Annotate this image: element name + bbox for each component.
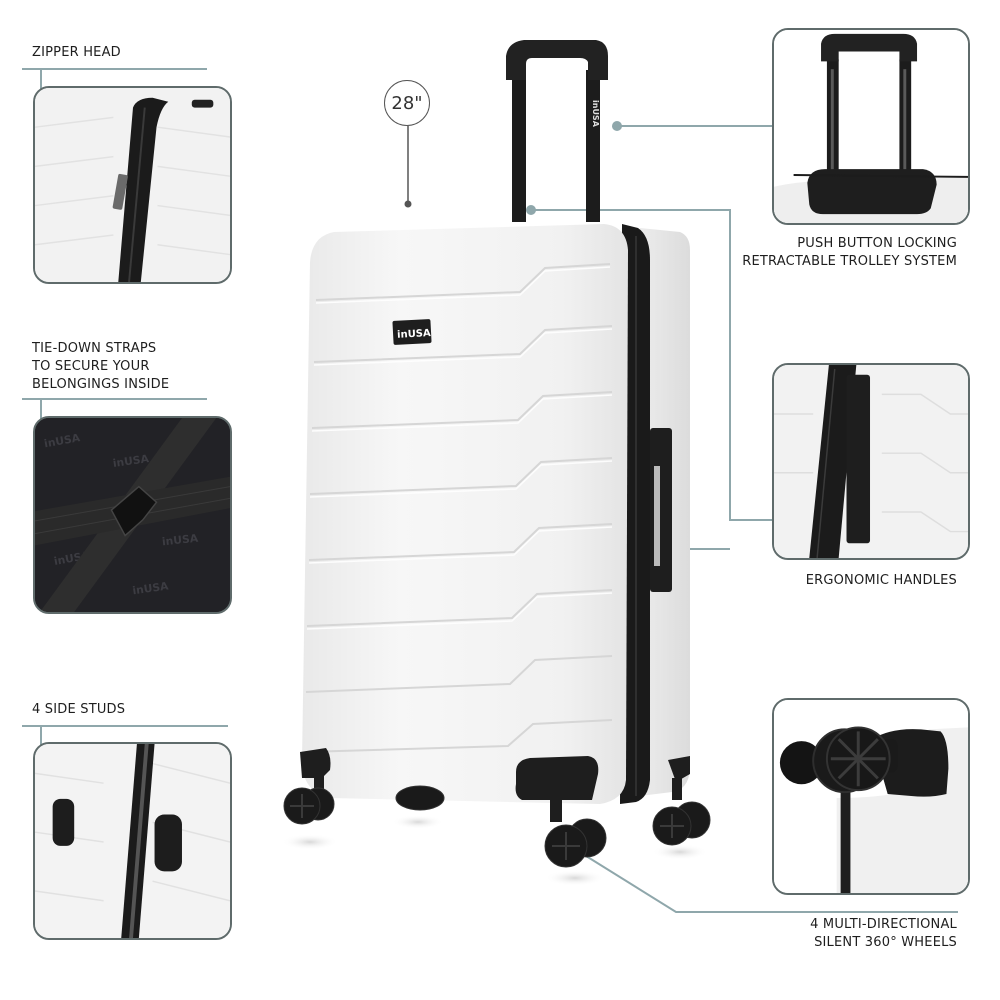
svg-text:inUSA: inUSA bbox=[43, 431, 82, 450]
label-tie-down-straps: TIE-DOWN STRAPS TO SECURE YOUR BELONGING… bbox=[32, 341, 170, 392]
label-trolley: PUSH BUTTON LOCKING RETRACTABLE TROLLEY … bbox=[742, 236, 957, 269]
thumb-side-studs bbox=[33, 742, 232, 940]
trolley-handle: inUSA bbox=[506, 40, 608, 222]
svg-text:inUSA: inUSA bbox=[591, 100, 600, 128]
svg-text:inUSA: inUSA bbox=[397, 328, 431, 341]
label-side-studs: 4 SIDE STUDS bbox=[32, 702, 126, 717]
svg-text:inUSA: inUSA bbox=[161, 532, 199, 549]
label-handles: ERGONOMIC HANDLES bbox=[805, 573, 957, 588]
thumb-trolley bbox=[772, 28, 970, 225]
label-zipper-head: ZIPPER HEAD bbox=[32, 45, 121, 60]
label-wheels: 4 MULTI-DIRECTIONAL SILENT 360° WHEELS bbox=[810, 917, 957, 950]
size-badge: 28" bbox=[384, 80, 430, 126]
svg-text:inUSA: inUSA bbox=[132, 579, 170, 597]
thumb-handles bbox=[772, 363, 970, 560]
thumb-tie-down-straps: inUSA inUSA inUSA inUSA inUSA bbox=[33, 416, 232, 614]
svg-text:inUSA: inUSA bbox=[112, 452, 150, 470]
thumb-wheels bbox=[772, 698, 970, 895]
thumb-zipper-head bbox=[33, 86, 232, 284]
